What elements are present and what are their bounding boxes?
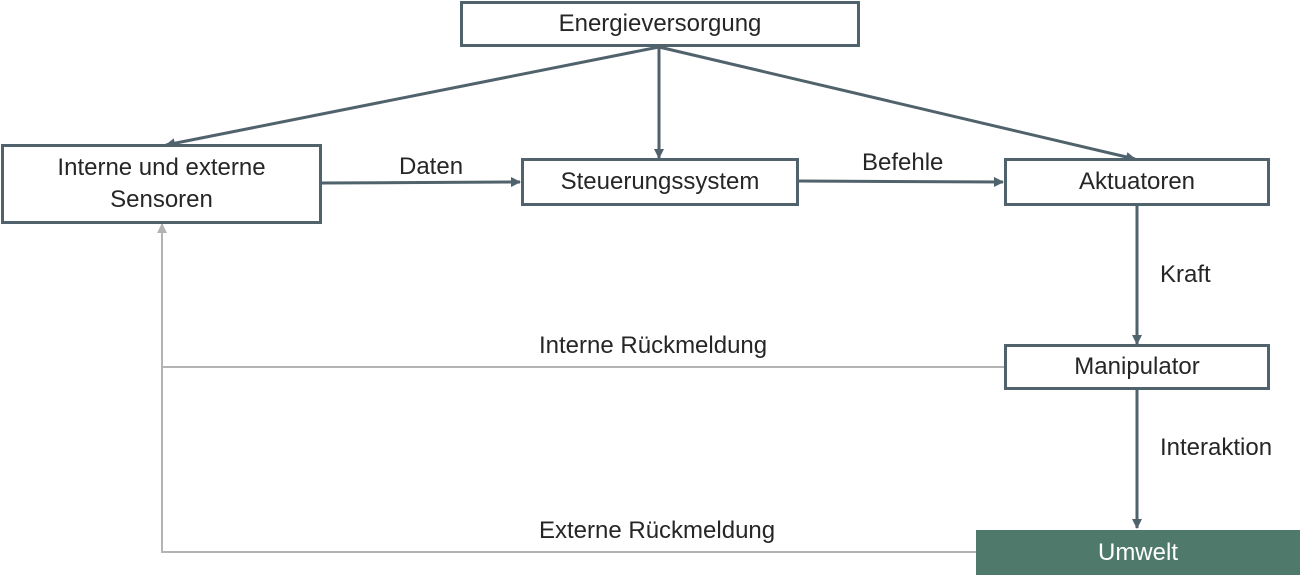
label-external-feedback: Externe Rückmeldung [539,517,776,544]
arrow-energy-to-actuators [658,45,1136,162]
arrow-control-to-actuators [797,176,1004,187]
node-sensors: Interne und externe Sensoren [1,144,322,224]
arrow-energy-to-sensors [165,45,660,149]
arrow-external-feedback [157,223,977,553]
label-internal-feedback: Interne Rückmeldung [539,332,768,359]
node-energy-supply: Energieversorgung [460,1,860,47]
node-control-system: Steuerungssystem [521,158,799,206]
node-actuators: Aktuatoren [1004,158,1270,206]
node-manipulator: Manipulator [1004,344,1270,390]
node-environment: Umwelt [976,530,1300,575]
arrow-sensors-to-control [320,177,521,188]
label-commands: Befehle [862,149,944,176]
label-force: Kraft [1160,261,1211,288]
label-interaction: Interaktion [1160,434,1273,461]
label-data: Daten [399,153,464,180]
